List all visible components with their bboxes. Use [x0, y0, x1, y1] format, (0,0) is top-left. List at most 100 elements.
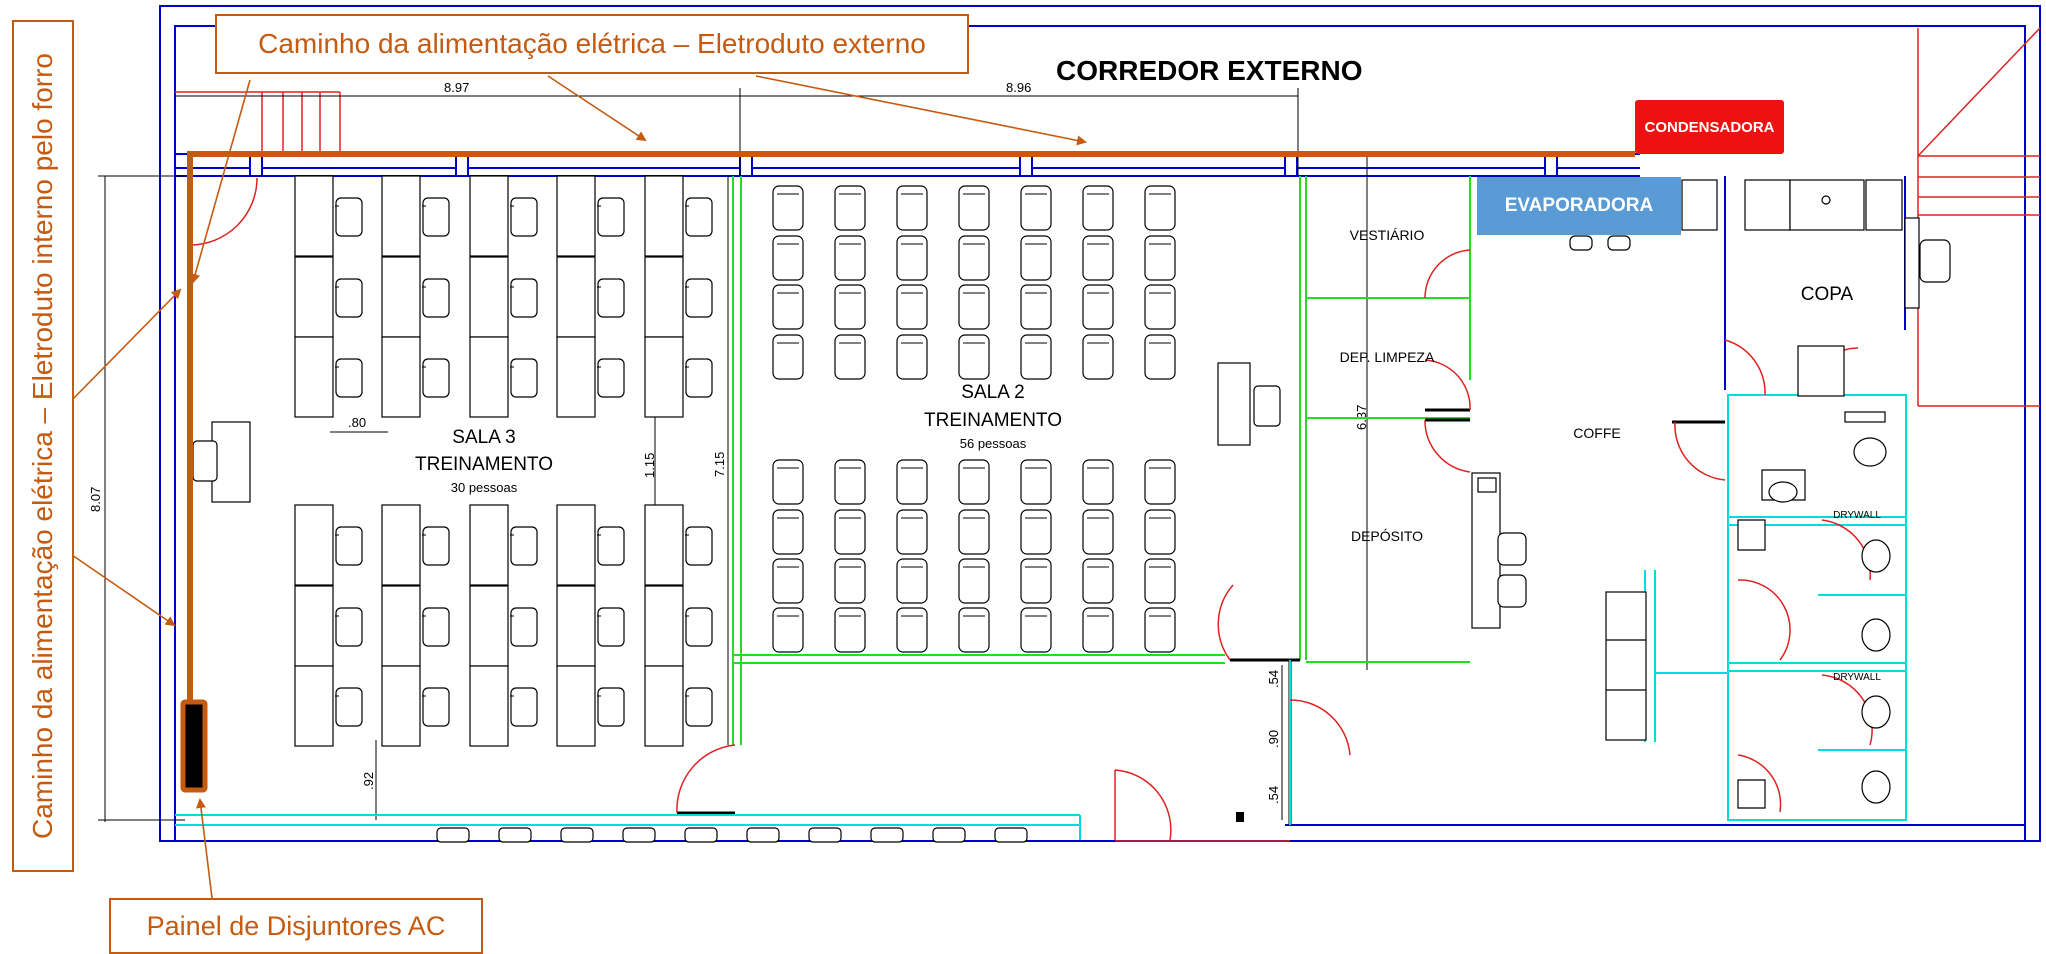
chair	[1144, 607, 1176, 653]
copa-label: COPA	[1801, 284, 1854, 305]
external-conduit-callout: Caminho da alimentação elétrica – Eletro…	[215, 14, 969, 74]
chair	[896, 334, 928, 380]
chair	[772, 235, 804, 281]
chair	[896, 235, 928, 281]
chair	[1020, 607, 1052, 653]
evaporadora-label: EVAPORADORA	[1477, 177, 1681, 235]
chair	[1020, 235, 1052, 281]
corridor-label: CORREDOR EXTERNO	[1056, 55, 1363, 86]
chair	[834, 235, 866, 281]
chair	[1144, 459, 1176, 505]
chair	[896, 558, 928, 604]
chair	[1020, 558, 1052, 604]
breaker-panel-callout: Painel de Disjuntores AC	[109, 898, 483, 954]
chair	[1144, 558, 1176, 604]
window-posts	[249, 155, 1558, 177]
chair	[958, 558, 990, 604]
chair	[436, 827, 470, 843]
stairs-red	[175, 27, 2041, 407]
desk-with-chair	[294, 585, 363, 667]
sala3-name: SALA 3	[452, 427, 515, 448]
chair	[834, 185, 866, 231]
chair	[958, 185, 990, 231]
desk-with-chair	[644, 256, 713, 338]
dim-54-a: .54	[1266, 670, 1281, 688]
desk-with-chair	[469, 256, 538, 338]
desk-with-chair	[556, 336, 625, 418]
chair	[1082, 334, 1114, 380]
bottom-chairs	[436, 827, 1028, 843]
desk-with-chair	[469, 336, 538, 418]
desk-with-chair	[294, 336, 363, 418]
chair	[808, 827, 842, 843]
chair	[834, 459, 866, 505]
chair	[498, 827, 532, 843]
chair	[1144, 235, 1176, 281]
desk-with-chair	[556, 665, 625, 747]
chair	[958, 334, 990, 380]
chair	[1020, 284, 1052, 330]
dimension-lines	[98, 88, 1368, 822]
chair	[1082, 558, 1114, 604]
coffe-label: COFFE	[1573, 425, 1620, 441]
chair	[1020, 509, 1052, 555]
conduit-path	[180, 151, 1635, 793]
chair	[1020, 334, 1052, 380]
desk-with-chair	[381, 256, 450, 338]
chair	[958, 235, 990, 281]
desk-with-chair	[381, 336, 450, 418]
chair	[958, 509, 990, 555]
deposito-label: DEPÓSITO	[1351, 528, 1423, 544]
condensadora-label: CONDENSADORA	[1635, 100, 1784, 154]
chair	[870, 827, 904, 843]
desk-with-chair	[556, 585, 625, 667]
chair	[1082, 235, 1114, 281]
chair	[994, 827, 1028, 843]
chair	[958, 459, 990, 505]
callout-arrows	[71, 75, 1087, 899]
desk-with-chair	[294, 504, 363, 586]
dim-80: .80	[348, 415, 366, 430]
desk-with-chair	[381, 175, 450, 257]
toilets	[1737, 411, 1891, 809]
dim-54-b: .54	[1266, 786, 1281, 804]
internal-conduit-callout: Caminho da alimentação elétrica – Eletro…	[12, 20, 74, 872]
sala2-name: SALA 2	[961, 382, 1024, 403]
desk-with-chair	[294, 175, 363, 257]
chair	[896, 459, 928, 505]
chair	[1020, 185, 1052, 231]
chair	[1082, 284, 1114, 330]
chair	[1144, 509, 1176, 555]
chair	[834, 558, 866, 604]
chair	[1144, 334, 1176, 380]
desk-with-chair	[381, 504, 450, 586]
breaker-panel	[180, 699, 208, 793]
green-partitions	[732, 176, 1471, 745]
drywall-label-1: DRYWALL	[1833, 510, 1881, 521]
chair	[1020, 459, 1052, 505]
sala3-desks	[294, 175, 713, 747]
instructor-desks	[192, 362, 1281, 503]
chair	[1082, 459, 1114, 505]
chair	[958, 607, 990, 653]
desk-with-chair	[469, 665, 538, 747]
chair	[772, 334, 804, 380]
internal-conduit-text: Caminho da alimentação elétrica – Eletro…	[27, 52, 59, 840]
chair	[896, 185, 928, 231]
chair	[834, 284, 866, 330]
coffe-furniture	[1471, 179, 1951, 741]
sala2-chairs	[772, 185, 1176, 653]
doors	[189, 177, 1873, 842]
drywall-label-2: DRYWALL	[1833, 672, 1881, 683]
dim-8-96: 8.96	[1006, 80, 1031, 95]
dim-7-15: 7.15	[712, 452, 727, 477]
chair	[772, 607, 804, 653]
dim-92: .92	[361, 772, 376, 790]
chair	[834, 607, 866, 653]
sala2-cap: 56 pessoas	[960, 436, 1027, 451]
desk-with-chair	[556, 175, 625, 257]
desk-with-chair	[469, 585, 538, 667]
chair	[1144, 284, 1176, 330]
chair	[896, 509, 928, 555]
chair	[772, 558, 804, 604]
